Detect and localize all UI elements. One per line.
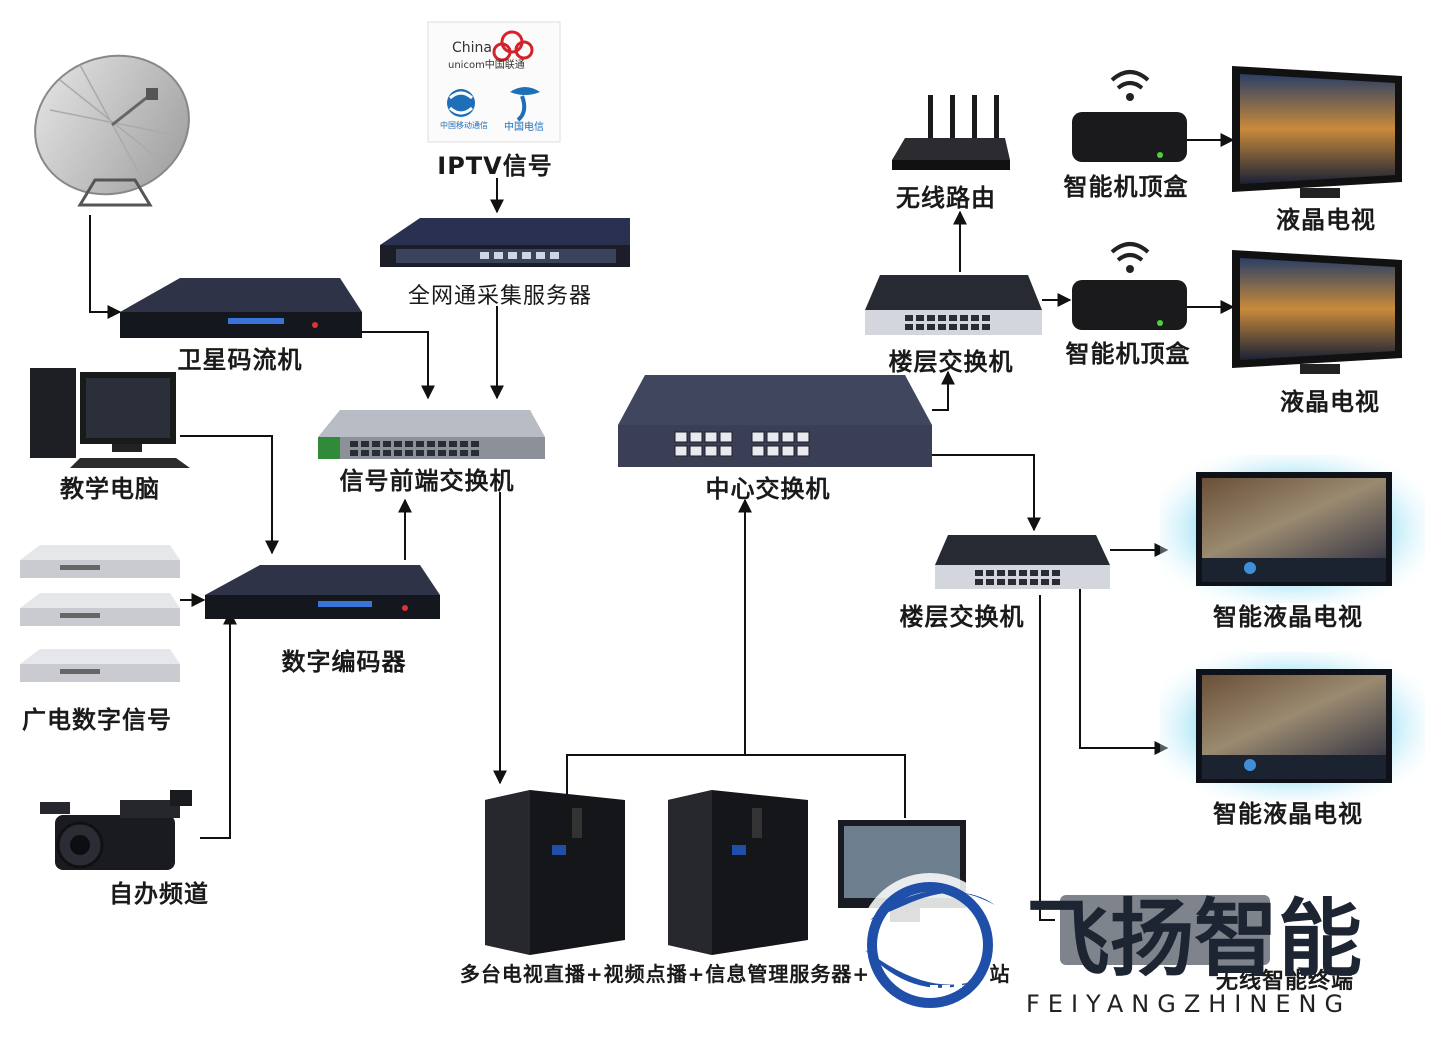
telecom-text: 中国电信 — [504, 122, 544, 133]
lcd-tv-1-label: 液晶电视 — [1276, 206, 1376, 234]
china-mobile-logo-icon — [447, 89, 475, 117]
center-switch-icon — [618, 375, 932, 467]
iptv-label: IPTV信号 — [437, 152, 553, 180]
smart-tv-2-label: 智能液晶电视 — [1213, 800, 1363, 828]
server-tower-1-icon — [485, 790, 625, 955]
settop-box-2-icon — [1072, 242, 1187, 330]
broadcast-signal-label: 广电数字信号 — [22, 706, 172, 734]
link-floor2-to-smart-tv-2 — [1079, 580, 1169, 755]
smart-tv-1-label: 智能液晶电视 — [1213, 603, 1363, 631]
wireless-router-icon — [892, 95, 1010, 170]
center-switch-label: 中心交换机 — [705, 475, 831, 503]
wireless-router-label: 无线路由 — [896, 184, 996, 212]
link-streamer-to-front-switch — [362, 331, 435, 400]
settop-2-label: 智能机顶盒 — [1065, 340, 1191, 368]
broadcast-receivers-icon — [20, 545, 180, 682]
wireless-terminal-label: 无线智能终端 — [1215, 969, 1355, 994]
digital-encoder-label: 数字编码器 — [281, 648, 407, 676]
front-switch-label: 信号前端交换机 — [339, 467, 515, 495]
teaching-pc-label: 教学电脑 — [60, 475, 160, 503]
carrier-logos — [427, 21, 561, 143]
brand-logo-icon — [858, 873, 1002, 1017]
smart-tv-1-icon — [1160, 455, 1425, 603]
link-dish-to-streamer — [89, 215, 122, 319]
wireless-terminal-icon — [1060, 895, 1270, 965]
floor-switch-2-icon — [935, 535, 1110, 589]
brand-name-en: FEIYANGZHINENG — [1026, 990, 1352, 1018]
self-channel-label: 自办频道 — [109, 880, 209, 908]
lcd-tv-2-icon — [1232, 250, 1402, 374]
china-telecom-logo-icon — [510, 87, 540, 122]
server-tower-2-icon — [668, 790, 808, 955]
link-servers-bus — [566, 754, 906, 818]
satellite-streamer-icon — [120, 278, 362, 338]
servers-label-tail: 站 — [989, 962, 1011, 986]
connection-lines — [89, 133, 1235, 921]
settop-box-1-icon — [1072, 70, 1187, 162]
link-floor2-to-wireless-terminal — [1039, 595, 1055, 921]
collection-server-icon — [380, 218, 630, 267]
link-center-to-floor-switch-2 — [932, 454, 1041, 532]
settop-1-label: 智能机顶盒 — [1063, 173, 1189, 201]
teaching-pc-icon — [30, 368, 190, 468]
camcorder-icon — [40, 790, 192, 870]
floor-switch-1-icon — [865, 275, 1042, 335]
servers-label: 多台电视直播+视频点播+信息管理服务器+ — [459, 962, 871, 986]
mobile-text: 中国移动通信 — [440, 121, 488, 130]
satellite-streamer-label: 卫星码流机 — [177, 346, 303, 374]
link-center-to-floor-switch-1 — [932, 370, 955, 411]
link-camera-to-encoder — [200, 610, 237, 839]
satellite-dish-icon — [34, 54, 190, 207]
lcd-tv-1-icon — [1232, 66, 1402, 198]
smart-tv-2-icon — [1160, 652, 1425, 800]
lcd-tv-2-label: 液晶电视 — [1280, 388, 1380, 416]
brand-name-cn: 飞扬智能 — [1026, 889, 1363, 988]
unicom-logo-icon — [492, 30, 534, 62]
front-switch-icon — [318, 410, 545, 459]
link-pc-to-encoder — [180, 435, 279, 555]
unicom-en-text: China — [452, 40, 492, 56]
floor-switch-1-label: 楼层交换机 — [888, 348, 1014, 376]
unicom-cn-text: unicom中国联通 — [448, 60, 525, 71]
digital-encoder-icon — [205, 565, 440, 619]
floor-switch-2-label: 楼层交换机 — [899, 603, 1025, 631]
collection-server-label: 全网通采集服务器 — [407, 284, 593, 309]
